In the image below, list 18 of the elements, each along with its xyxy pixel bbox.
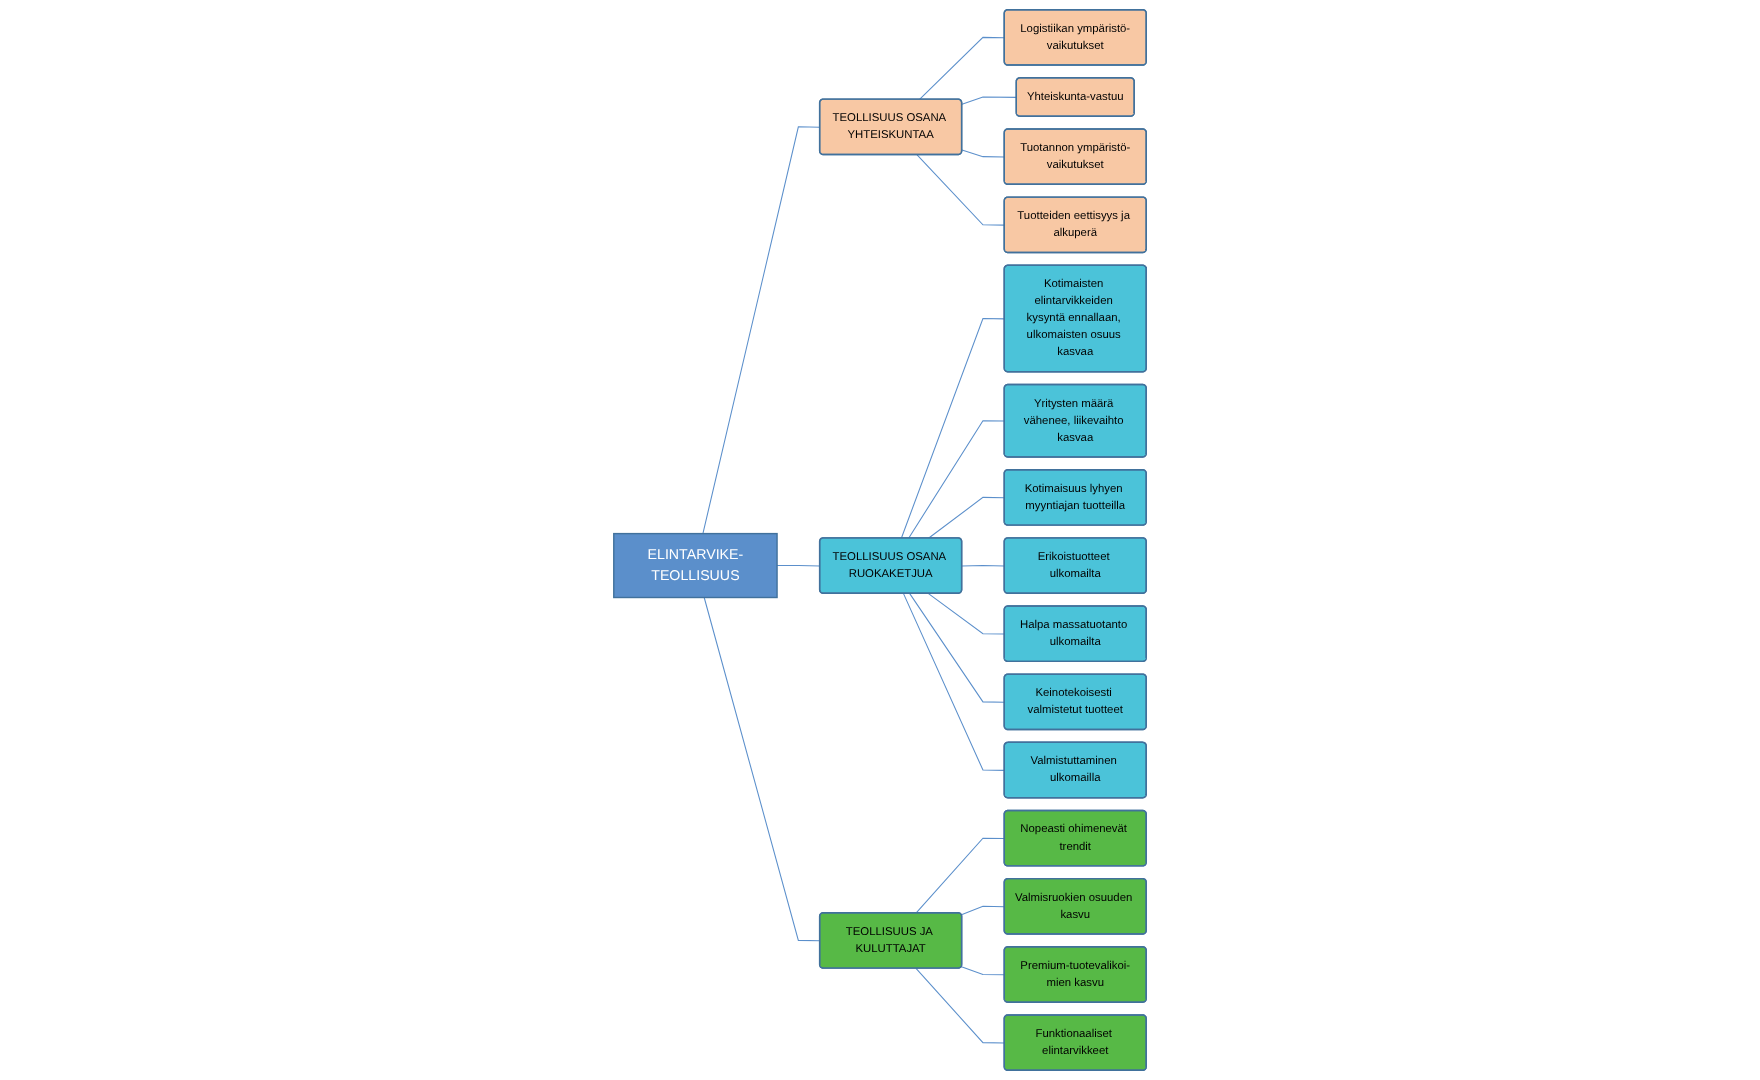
connector <box>961 96 1018 105</box>
connector <box>960 966 1006 976</box>
connector <box>960 905 1006 916</box>
connector <box>900 317 1006 539</box>
connector <box>702 126 821 535</box>
connector <box>908 420 1006 539</box>
connector <box>919 36 1006 100</box>
connector <box>915 837 1006 914</box>
connector <box>927 593 1006 635</box>
connector <box>961 149 1006 158</box>
connector <box>961 565 1006 567</box>
connector <box>902 593 1006 771</box>
connector <box>909 593 1006 703</box>
connector <box>927 496 1006 539</box>
connector <box>703 596 821 942</box>
connector <box>776 565 821 567</box>
connector <box>916 154 1006 226</box>
connector <box>915 967 1006 1044</box>
